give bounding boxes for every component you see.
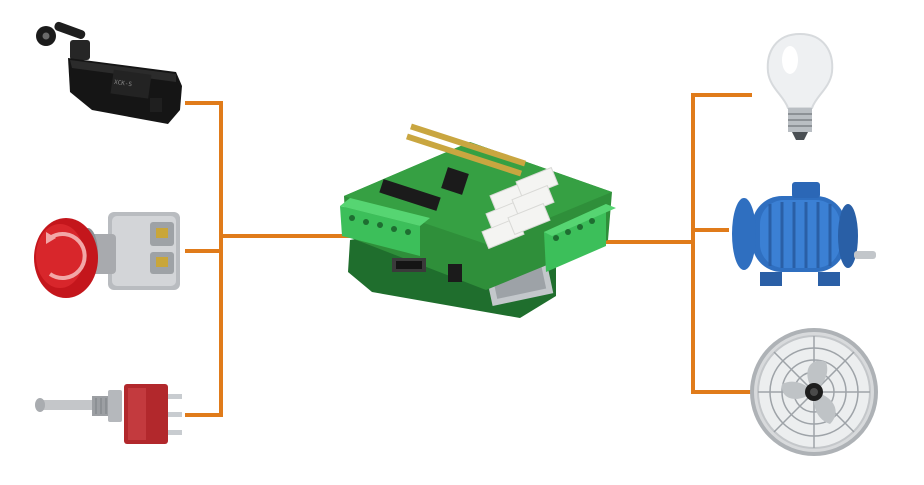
svg-text:XCK-S: XCK-S [114, 79, 133, 88]
relays [481, 166, 559, 250]
gpio-header [406, 123, 526, 177]
toggle-switch-icon [35, 384, 182, 444]
connection-wires [185, 93, 752, 417]
limit-switch-icon: XCK-S [36, 21, 182, 124]
fan-icon [750, 328, 878, 456]
wire-input-1 [185, 101, 223, 417]
output-terminal-block [544, 204, 616, 272]
relay-io-hat-board-icon [340, 123, 616, 318]
emergency-stop-button-icon [34, 212, 180, 298]
input-terminal-block [340, 198, 430, 256]
light-bulb-icon [766, 32, 834, 140]
electric-motor-icon [732, 182, 876, 286]
